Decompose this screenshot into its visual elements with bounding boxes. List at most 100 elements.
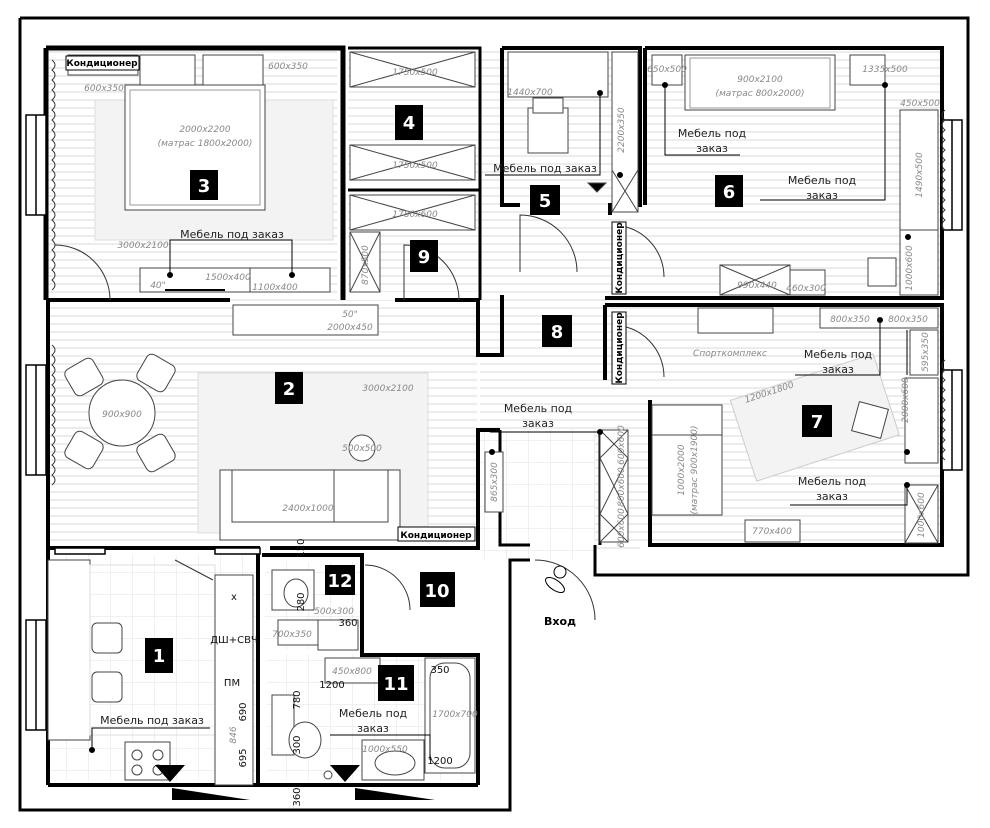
dim-350: 350 — [430, 665, 449, 676]
dim-1335x500: 1335x500 — [862, 65, 908, 75]
dim-bed-7: 1000x2000 — [677, 444, 687, 495]
ac-label-room7: Кондиционер — [615, 312, 625, 384]
ac-label-room6: Кондиционер — [615, 222, 625, 294]
dim-1500x400: 1500x400 — [205, 273, 251, 283]
dim-600x350-b: 600x350 — [84, 84, 124, 94]
dim-rug-living: 3000x2100 — [362, 384, 413, 394]
dim-700x350: 700x350 — [272, 630, 312, 640]
room-number-11: 11 — [383, 674, 408, 695]
custom-furniture-hall-2: заказ — [522, 417, 554, 430]
dim-2000x600: 2000x600 — [901, 377, 911, 423]
dim-650x500: 650x500 — [647, 65, 687, 75]
curtains — [51, 59, 946, 486]
ac-label-living: Кондиционер — [400, 531, 472, 541]
custom-furniture-room7b-2: заказ — [816, 490, 848, 503]
dim-800x600: 800x600 — [617, 467, 627, 507]
dim-600x600-b: 600x600 — [617, 508, 627, 548]
dim-1200-b: 1200 — [427, 756, 452, 767]
ac-label-bedroom: Кондиционер — [66, 59, 138, 69]
text-labels: Мебель под заказ Мебель под заказ Мебель… — [100, 127, 872, 735]
dim-rug-3: 3000x2100 — [117, 241, 168, 251]
room-number-3: 3 — [198, 176, 211, 197]
room-number-10: 10 — [424, 581, 449, 602]
dim-865x300: 865x300 — [490, 462, 500, 502]
annotation-lines — [89, 82, 911, 760]
dim-870x500: 870x500 — [361, 245, 371, 285]
entry-label: Вход — [544, 615, 576, 628]
dim-1490x500: 1490x500 — [915, 152, 925, 198]
dim-450x800: 450x800 — [332, 667, 372, 677]
doors — [54, 214, 665, 621]
room-number-1: 1 — [153, 646, 166, 667]
dim-780: 780 — [292, 690, 303, 709]
room-number-12: 12 — [327, 571, 352, 592]
sport-complex-label: Спорткомплекс — [693, 349, 767, 359]
room-number-9: 9 — [418, 247, 431, 268]
dim-1100x400: 1100x400 — [252, 283, 298, 293]
tv-markers — [155, 765, 435, 800]
dim-360-a: 360 — [338, 618, 357, 629]
dim-1750x500-a: 1750x500 — [392, 68, 438, 78]
ac-labels: Кондиционер Кондиционер Кондиционер Конд… — [65, 55, 627, 542]
dim-120: 120 — [296, 538, 307, 557]
dim-695: 695 — [238, 748, 249, 767]
room-number-8: 8 — [551, 322, 564, 343]
dim-595x350: 595x350 — [921, 332, 931, 372]
custom-furniture-room3: Мебель под заказ — [180, 228, 284, 241]
dim-770x400: 770x400 — [752, 527, 792, 537]
room-number-7: 7 — [811, 412, 824, 433]
room-numbers: 3 4 5 6 9 8 2 7 12 10 1 11 — [145, 105, 832, 701]
dim-tv-40: 40" — [150, 281, 166, 291]
dim-900x900: 900x900 — [102, 410, 142, 420]
custom-furniture-room6b-2: заказ — [806, 189, 838, 202]
custom-furniture-room6a-1: Мебель под — [678, 127, 747, 140]
dim-280: 280 — [296, 592, 307, 611]
dim-360-b: 360 — [292, 787, 303, 806]
room-number-2: 2 — [283, 379, 296, 400]
dishwasher-microwave-label: ДШ+СВЧ — [210, 635, 258, 646]
x-mark: x — [231, 592, 237, 603]
dim-846: 846 — [229, 726, 239, 743]
room-number-5: 5 — [539, 191, 552, 212]
dim-1000x600-b: 1000x600 — [917, 492, 927, 538]
dim-sofa: 2400x1000 — [282, 504, 333, 514]
dim-1200-a: 1200 — [319, 680, 344, 691]
dim-mattress-7: (матрас 900x1900) — [690, 425, 700, 514]
custom-furniture-room6a-2: заказ — [696, 142, 728, 155]
custom-furniture-room7b-1: Мебель под — [798, 475, 867, 488]
dim-mattress-3: (матрас 1800x2000) — [158, 139, 253, 149]
dim-800x350-b: 800x350 — [888, 315, 928, 325]
dim-mattress-6: (матрас 800x2000) — [715, 89, 804, 99]
dim-600x600-a: 600x600 — [617, 425, 627, 465]
custom-furniture-hall-1: Мебель под — [504, 402, 573, 415]
dim-600x350-a: 600x350 — [268, 62, 308, 72]
custom-furniture-bath-2: заказ — [357, 722, 389, 735]
dim-1000x550: 1000x550 — [362, 745, 408, 755]
dim-460x300: 460x300 — [786, 284, 826, 294]
dim-tv-50: 50" — [342, 310, 358, 320]
furniture — [47, 51, 939, 786]
dim-1000x600-a: 1000x600 — [905, 245, 915, 291]
dim-1440x700: 1440x700 — [507, 88, 553, 98]
dim-bed-6: 900x2100 — [737, 75, 783, 85]
room-number-6: 6 — [723, 182, 736, 203]
person-icon — [545, 565, 567, 594]
dim-500x300: 500x300 — [314, 607, 354, 617]
windows — [25, 114, 963, 731]
dim-bathtub: 1700x700 — [432, 710, 478, 720]
dim-2200x350: 2200x350 — [617, 107, 627, 153]
dim-690: 690 — [238, 702, 249, 721]
dim-1780x600: 1780x600 — [392, 210, 438, 220]
room-number-4: 4 — [403, 113, 416, 134]
washer-label: ПМ — [224, 678, 240, 689]
custom-furniture-room7a-2: заказ — [822, 363, 854, 376]
custom-furniture-bath-1: Мебель под — [339, 707, 408, 720]
custom-furniture-room5: Мебель под заказ — [493, 162, 597, 175]
dim-800x350-a: 800x350 — [830, 315, 870, 325]
dim-2000x450: 2000x450 — [327, 323, 373, 333]
dim-1750x500-b: 1750x500 — [392, 161, 438, 171]
dim-bed-3: 2000x2200 — [179, 125, 230, 135]
dim-990x440: 990x440 — [737, 281, 777, 291]
dim-450x500: 450x500 — [900, 99, 940, 109]
